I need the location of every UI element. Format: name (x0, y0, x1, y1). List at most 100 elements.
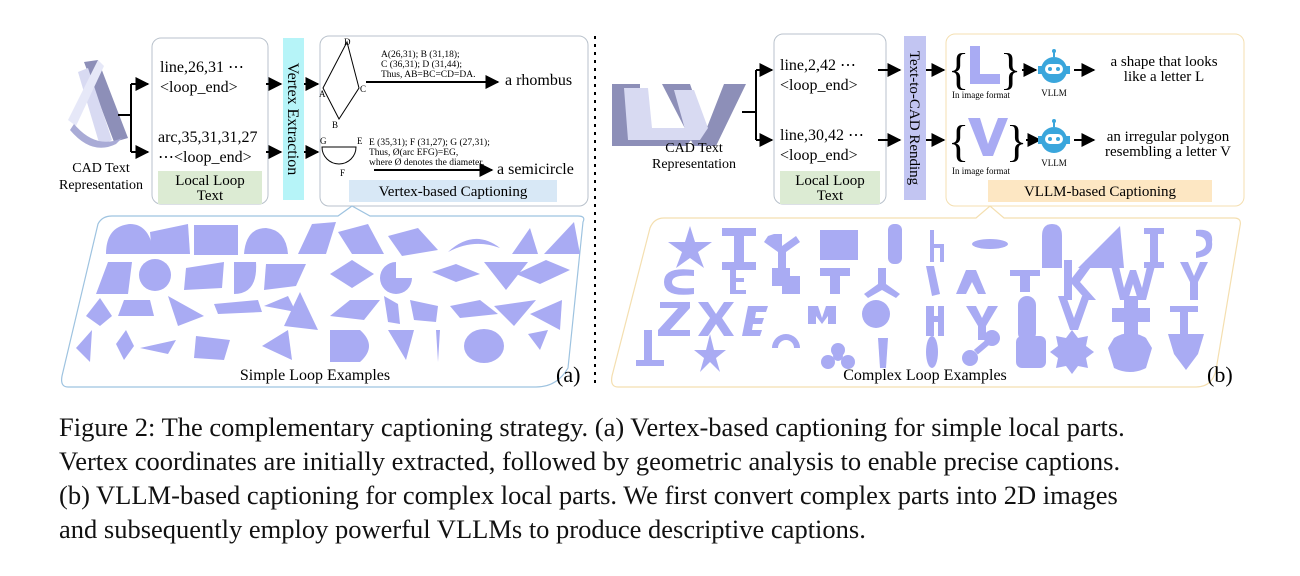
example-shape (264, 264, 306, 290)
example-shape (512, 228, 538, 254)
example-shape (1010, 270, 1040, 292)
panel-b: CAD Text Representation line,2,42 ⋯ <loo… (611, 33, 1245, 388)
example-shape (1180, 262, 1208, 300)
example-shape (1110, 262, 1156, 300)
semicircle-caption: a semicircle (497, 161, 574, 178)
example-shape (808, 306, 836, 324)
example-shape (330, 330, 369, 362)
brace-left-1: { (948, 45, 969, 94)
panel-b-tag: (b) (1207, 362, 1233, 387)
caption-line-2: Vertex coordinates are initially extract… (59, 446, 1121, 476)
example-shape (264, 296, 296, 312)
complex-shapes (636, 224, 1213, 374)
cad-label-line1: CAD Text (72, 161, 130, 176)
example-shape (448, 238, 500, 252)
example-shape (926, 306, 944, 336)
example-shape (1196, 229, 1213, 258)
cad-lv-shape (612, 84, 746, 146)
example-shape (664, 269, 694, 295)
example-shape (930, 230, 944, 262)
example-shape (698, 302, 734, 336)
example-shape (528, 330, 548, 350)
example-shape (140, 340, 176, 354)
example-shape (962, 330, 1000, 366)
example-shape (772, 268, 800, 294)
simple-examples-label: Simple Loop Examples (240, 367, 390, 384)
example-shape (106, 224, 154, 254)
example-shape (722, 228, 756, 270)
brace-right-2: } (1006, 117, 1027, 166)
local-loop-label-line1-a: Local Loop (175, 173, 245, 189)
rhombus-coords-line1: A(26,31); B (31,18); (381, 49, 460, 60)
loop2-text-line2: ⋯<loop_end> (158, 149, 252, 166)
caption2-line1: an irregular polygon (1107, 129, 1230, 145)
example-shape (384, 296, 400, 324)
vllm-label-2: VLLM (1041, 158, 1067, 168)
cad-label-line2-b: Representation (652, 157, 736, 172)
rhombus-vertex-a: A (319, 89, 326, 99)
example-shape (330, 260, 374, 288)
example-shape (668, 226, 712, 268)
semi-vertex-g: G (320, 136, 327, 146)
example-shape (636, 330, 664, 366)
example-shape (76, 330, 92, 362)
vertex-extraction-bar (283, 38, 304, 200)
vllm-captioning-box (945, 33, 1245, 207)
example-shape (1078, 226, 1124, 268)
rhombus-vertex-d: D (344, 37, 351, 47)
example-shape (1170, 306, 1198, 340)
example-shape (820, 268, 850, 294)
loop2-text-line1-b: line,30,42 ⋯ (780, 127, 864, 144)
example-shape (694, 334, 726, 372)
example-shape (118, 300, 154, 316)
cad-label-line2: Representation (59, 178, 143, 193)
branch-arrows-a (118, 77, 150, 159)
example-shape (298, 222, 336, 254)
loop1-text-line2: <loop_end> (160, 79, 238, 96)
branch-arrows-b (742, 63, 774, 147)
image-format-label-2: In image format (952, 166, 1010, 176)
rhombus-coords-line3: Thus, AB=BC=CD=DA. (381, 70, 475, 80)
letter-l-image (970, 46, 1000, 84)
example-shape (338, 224, 384, 254)
example-shape (494, 300, 536, 326)
example-shape (1058, 296, 1090, 330)
caption-line-1: Figure 2: The complementary captioning s… (59, 412, 1125, 442)
robot-icon (1038, 49, 1070, 83)
vllm-captioning-label-bg (988, 180, 1212, 202)
panel-a: CAD Text Representation line,26,31 ⋯ <lo… (59, 35, 589, 388)
complex-examples-label: Complex Loop Examples (843, 367, 1007, 384)
robot-icon (1038, 119, 1070, 153)
image-format-label-1: In image format (952, 90, 1010, 100)
simple-shapes (76, 222, 580, 363)
example-shape (516, 260, 570, 284)
vllm-captioning-label: VLLM-based Captioning (1024, 184, 1177, 200)
example-shape (862, 300, 890, 328)
example-shape (888, 224, 902, 264)
example-shape (730, 266, 746, 294)
example-shape (96, 262, 132, 294)
simple-examples-frame (61, 205, 585, 388)
example-shape (1016, 336, 1046, 368)
example-shape (864, 268, 900, 298)
example-shape (1018, 296, 1036, 342)
semicircle-shape (321, 146, 357, 165)
caption-line-4: and subsequently employ powerful VLLMs t… (59, 514, 866, 544)
loop1-text-line2-b: <loop_end> (780, 77, 858, 94)
example-shape (1108, 333, 1152, 372)
example-shape (821, 343, 855, 369)
example-shape (184, 262, 224, 290)
local-loop-label-bg-b (780, 171, 880, 204)
example-shape (410, 300, 438, 322)
example-shape (544, 222, 580, 254)
caption1-line2: like a letter L (1124, 69, 1204, 85)
semi-vertex-e: E (357, 136, 363, 146)
example-shape (484, 262, 528, 290)
figure-diagram: CAD Text Representation line,26,31 ⋯ <lo… (59, 33, 1245, 388)
example-shape (450, 300, 498, 318)
example-shape (194, 225, 238, 255)
caption1-line1: a shape that looks (1110, 54, 1217, 70)
example-shape (388, 330, 414, 360)
brace-left-2: { (948, 117, 969, 166)
example-shape (956, 270, 986, 294)
